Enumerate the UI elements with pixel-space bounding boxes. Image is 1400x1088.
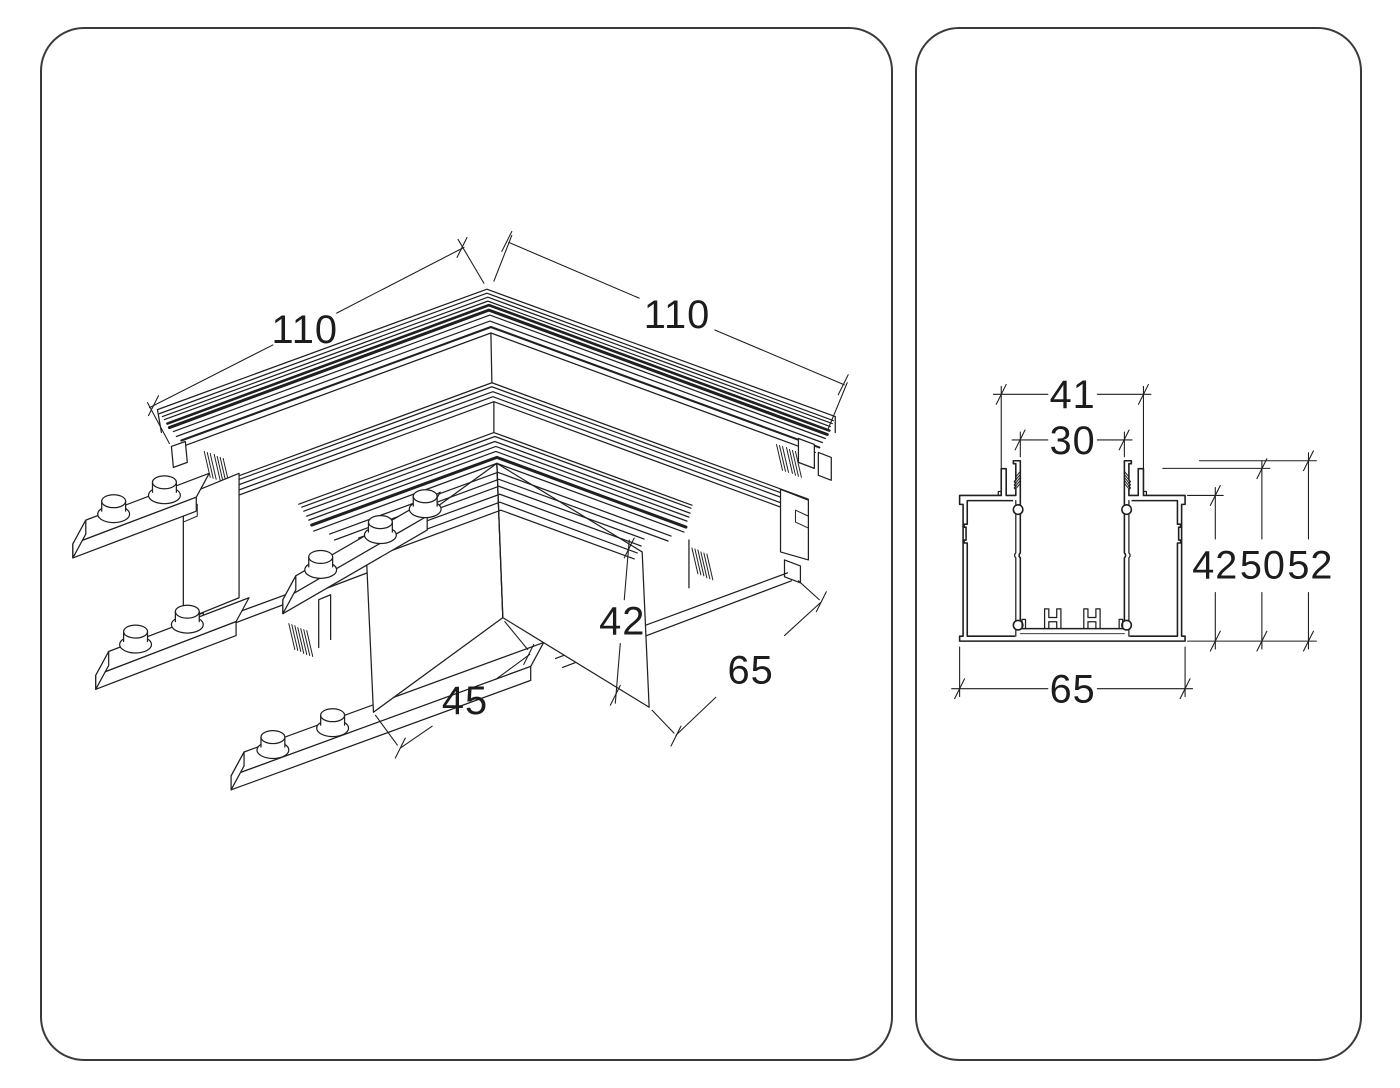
- screw-heads: [304, 489, 442, 579]
- trim-profile-edges: [156, 288, 836, 481]
- profile-outline: [958, 459, 1186, 642]
- screw-boss: [1121, 504, 1133, 516]
- screw-heads: [97, 475, 181, 524]
- dim-30-label: 30: [1050, 419, 1096, 463]
- connector-bar-mid-left: [95, 597, 250, 690]
- dim-42-label: 42: [1192, 544, 1238, 588]
- right-panel-card: 41 30 65 42: [915, 27, 1362, 1061]
- serrated-clip-hatch-right: [776, 443, 802, 478]
- dimension-65: 65: [951, 646, 1194, 712]
- cross-section-drawing: 41 30 65 42: [951, 373, 1333, 712]
- connector-bar-top-left: [72, 472, 210, 559]
- dimension-110-right: 110: [493, 230, 849, 430]
- screw-boss: [1012, 504, 1024, 516]
- channel-end-serration-left: [288, 594, 332, 657]
- screw-boss: [1121, 619, 1133, 631]
- bottom-clips: [1019, 608, 1125, 635]
- dim-42-iso-label: 42: [599, 600, 645, 644]
- channel-flange-edges: [298, 431, 693, 533]
- dim-110-right-label: 110: [644, 293, 710, 337]
- frame-flange-edges: [182, 332, 810, 516]
- serrated-clip-hatch-left: [203, 450, 230, 485]
- dim-45-label: 45: [442, 679, 488, 723]
- dimension-52: 52: [1187, 450, 1333, 652]
- dimension-30: 30: [1011, 419, 1133, 463]
- connector-bar-mid-center: [282, 489, 442, 615]
- dim-50-label: 50: [1240, 544, 1286, 588]
- channel-end-serration-right: [688, 539, 714, 589]
- dimension-42-iso: 42: [599, 537, 645, 706]
- screw-boss: [1012, 619, 1024, 631]
- dimension-50: 50: [1162, 458, 1286, 652]
- dimension-65-iso: 65: [651, 580, 827, 747]
- dimension-41: 41: [992, 373, 1152, 473]
- screw-heads: [119, 604, 204, 654]
- isometric-corner-drawing: 110 110 42 45: [72, 230, 849, 791]
- dimension-110-left: 110: [146, 236, 485, 445]
- screw-heads: [256, 708, 350, 760]
- dim-110-left-label: 110: [272, 308, 338, 352]
- connector-bar-bottom: [230, 641, 545, 791]
- dimension-42: 42: [1187, 484, 1238, 652]
- dim-52-label: 52: [1287, 544, 1333, 588]
- dim-65-label: 65: [1050, 668, 1096, 712]
- dim-65-iso-label: 65: [728, 648, 774, 692]
- frame-end-cap-right: [779, 488, 810, 584]
- left-panel-card: 110 110 42 45: [40, 27, 893, 1061]
- dim-41-label: 41: [1050, 373, 1096, 417]
- clip-tab-hatch: [1015, 471, 1130, 489]
- dimension-45: 45: [374, 621, 535, 759]
